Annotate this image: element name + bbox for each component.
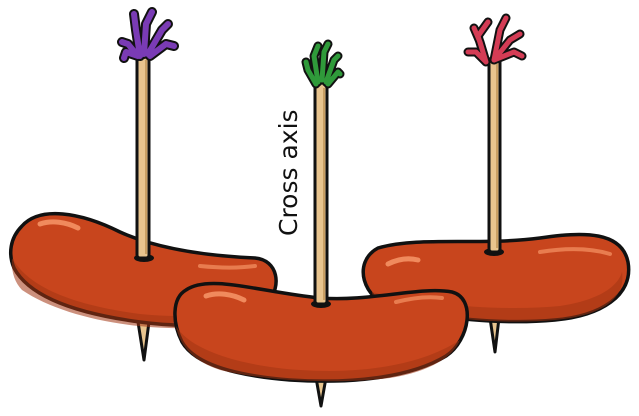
cross-axis-label: Cross axis — [274, 109, 303, 236]
highlight-center — [203, 291, 247, 303]
tassel-purple — [117, 7, 179, 63]
stick-tip-right — [488, 316, 501, 354]
highlight-right — [385, 256, 421, 267]
stick-center — [313, 80, 329, 306]
highlight-left — [37, 219, 81, 231]
stick-left — [135, 52, 151, 260]
skewered-sausage-center — [173, 39, 469, 408]
stick-tip-left — [136, 320, 151, 362]
tassel-red — [463, 13, 527, 67]
stick-right — [487, 56, 502, 254]
tassel-green — [301, 39, 345, 89]
